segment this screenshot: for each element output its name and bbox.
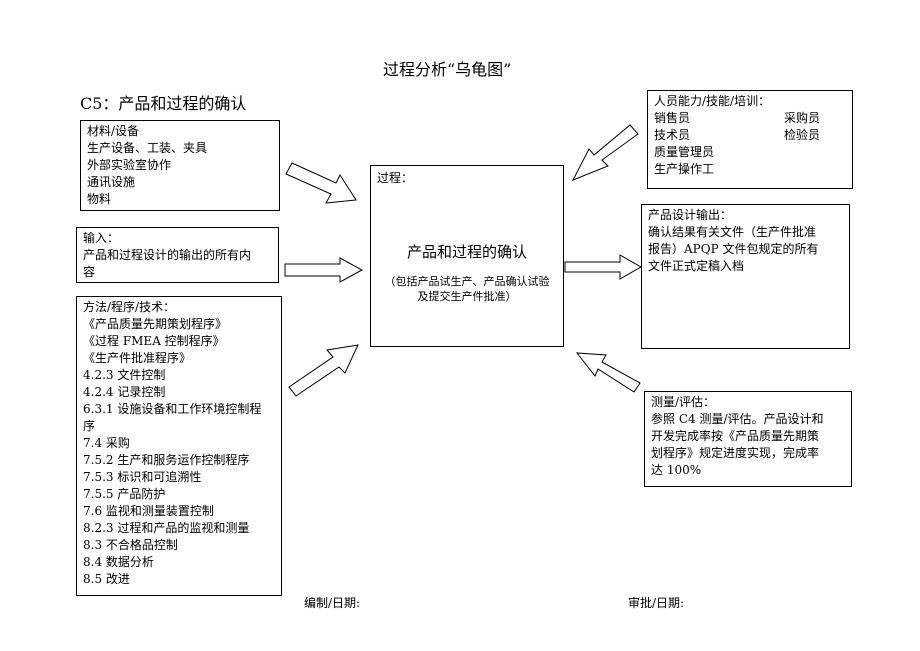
arrow-process-to-output bbox=[564, 254, 643, 280]
methods-line: 7.5.2 生产和服务运作控制程序 bbox=[83, 453, 250, 467]
methods-line: 8.2.3 过程和产品的监视和测量 bbox=[83, 521, 250, 535]
methods-line: 8.4 数据分析 bbox=[83, 555, 154, 569]
arrow-measurement-to-process bbox=[575, 352, 641, 393]
materials-line: 生产设备、工装、夹具 bbox=[87, 141, 208, 155]
methods-label: 方法/程序/技术： bbox=[83, 300, 176, 314]
prepared-date-label: 编制/日期: bbox=[304, 596, 361, 610]
materials-box: 材料/设备 生产设备、工装、夹具 外部实验室协作 通讯设施 物料 bbox=[80, 120, 280, 211]
arrow-methods-to-process bbox=[288, 344, 359, 397]
materials-line: 材料/设备 bbox=[87, 124, 140, 138]
methods-box: 方法/程序/技术： 《产品质量先期策划程序》 《过程 FMEA 控制程序》 《生… bbox=[76, 296, 282, 596]
output-label: 产品设计输出： bbox=[648, 208, 733, 222]
measurement-box: 测量/评估： 参照 C4 测量/评估。产品设计和 开发完成率按《产品质量先期策 … bbox=[644, 391, 852, 487]
materials-line: 外部实验室协作 bbox=[87, 158, 172, 172]
output-line: 报告）APQP 文件包规定的所有 bbox=[648, 242, 819, 256]
methods-line: 7.5.5 产品防护 bbox=[83, 487, 166, 501]
input-line: 容 bbox=[83, 265, 96, 279]
diagram-title: 过程分析“乌龟图” bbox=[383, 60, 512, 79]
approved-date-label: 审批/日期: bbox=[628, 596, 685, 610]
personnel-role: 质量管理员 bbox=[654, 145, 715, 159]
personnel-role: 采购员 bbox=[784, 111, 821, 125]
materials-line: 通讯设施 bbox=[87, 175, 136, 189]
arrow-input-to-process bbox=[284, 257, 364, 283]
input-label: 输入： bbox=[83, 231, 120, 245]
personnel-box: 人员能力/技能/培训： 销售员 技术员 质量管理员 生产操作工 采购员 检验员 bbox=[647, 90, 853, 189]
methods-line: 序 bbox=[83, 419, 96, 433]
process-name: 产品和过程的确认 bbox=[406, 243, 527, 261]
methods-line: 8.5 改进 bbox=[83, 572, 130, 586]
methods-line: 8.3 不合格品控制 bbox=[83, 538, 178, 552]
arrow-materials-to-process bbox=[285, 162, 357, 204]
methods-line: 《过程 FMEA 控制程序》 bbox=[83, 334, 225, 348]
personnel-role: 生产操作工 bbox=[654, 162, 715, 176]
methods-line: 7.4 采购 bbox=[83, 436, 130, 450]
process-label: 过程： bbox=[377, 171, 414, 185]
input-box: 输入： 产品和过程设计的输出的所有内 容 bbox=[76, 227, 279, 283]
process-note-line: 及提交生产件批准） bbox=[417, 290, 517, 303]
methods-line: 4.2.3 文件控制 bbox=[83, 368, 166, 382]
materials-line: 物料 bbox=[87, 192, 112, 206]
methods-line: 4.2.4 记录控制 bbox=[83, 385, 166, 399]
methods-line: 7.6 监视和测量装置控制 bbox=[83, 504, 214, 518]
output-line: 确认结果有关文件（生产件批准 bbox=[648, 225, 817, 239]
methods-line: 7.5.3 标识和可追溯性 bbox=[83, 470, 202, 484]
arrow-personnel-to-process bbox=[571, 124, 639, 181]
process-note: （包括产品试生产、产品确认试验 及提交生产件批准） bbox=[373, 274, 561, 304]
measurement-line: 划程序》规定进度实现，完成率 bbox=[651, 446, 820, 460]
output-box: 产品设计输出： 确认结果有关文件（生产件批准 报告）APQP 文件包规定的所有 … bbox=[641, 204, 850, 349]
process-note-line: （包括产品试生产、产品确认试验 bbox=[384, 275, 550, 288]
methods-line: 《生产件批准程序》 bbox=[83, 351, 192, 365]
output-line: 文件正式定稿入档 bbox=[648, 259, 745, 273]
methods-line: 《产品质量先期策划程序》 bbox=[83, 317, 228, 331]
measurement-line: 达 100% bbox=[651, 463, 702, 477]
measurement-label: 测量/评估： bbox=[651, 395, 716, 409]
measurement-line: 开发完成率按《产品质量先期策 bbox=[651, 429, 820, 443]
process-box: 过程： 产品和过程的确认 （包括产品试生产、产品确认试验 及提交生产件批准） bbox=[370, 165, 564, 347]
methods-line: 6.3.1 设施设备和工作环境控制程 bbox=[83, 402, 262, 416]
personnel-role: 销售员 bbox=[654, 111, 691, 125]
personnel-role: 检验员 bbox=[784, 128, 821, 142]
personnel-heading: 人员能力/技能/培训： bbox=[654, 94, 771, 108]
section-subtitle: C5：产品和过程的确认 bbox=[80, 94, 247, 113]
input-line: 产品和过程设计的输出的所有内 bbox=[83, 248, 252, 262]
measurement-line: 参照 C4 测量/评估。产品设计和 bbox=[651, 412, 824, 426]
personnel-role: 技术员 bbox=[654, 128, 691, 142]
